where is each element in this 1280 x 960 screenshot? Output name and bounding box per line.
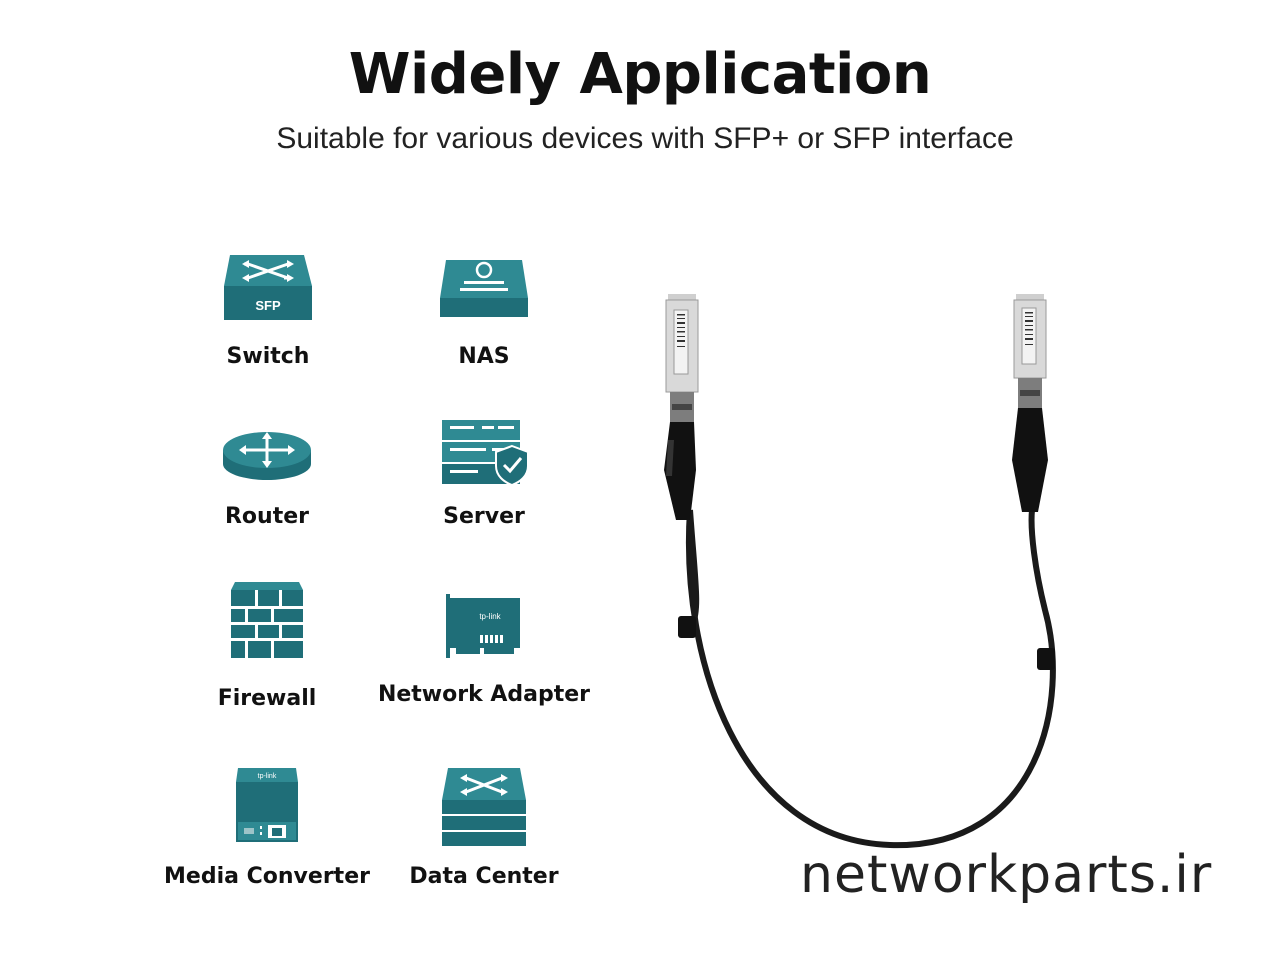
device-label: Router: [224, 504, 309, 529]
firewall-icon: [231, 582, 303, 658]
cable-clip: [1037, 648, 1055, 670]
device-firewall: Firewall: [157, 580, 377, 711]
router-icon: [223, 432, 311, 480]
sfp-dac-cable-icon: [664, 294, 1056, 849]
device-data-center: Data Center: [374, 766, 594, 896]
device-label: Network Adapter: [377, 682, 591, 707]
device-label: Switch: [226, 344, 310, 369]
sfp-connector-right: [1012, 294, 1048, 512]
page-subtitle: Suitable for various devices with SFP+ o…: [276, 122, 1014, 155]
media-converter-icon: tp-link: [236, 768, 298, 842]
device-label: Media Converter: [164, 864, 370, 889]
switch-icon: SFP: [224, 255, 312, 320]
device-label: NAS: [458, 344, 510, 369]
device-server: Server: [374, 418, 594, 530]
switch-badge-text: SFP: [255, 298, 281, 313]
device-label: Data Center: [409, 864, 559, 889]
device-nas: NAS: [374, 258, 594, 388]
device-label: Firewall: [217, 686, 317, 711]
nas-icon: [440, 260, 528, 317]
cable-clip: [678, 616, 696, 638]
sfp-connector-left: [664, 294, 699, 520]
server-icon: [442, 420, 529, 486]
network-adapter-icon: tp-link: [446, 594, 520, 658]
device-switch: SFP Switch: [158, 252, 378, 382]
device-label: Server: [443, 504, 525, 529]
watermark-text: networkparts.ir: [800, 845, 1213, 905]
device-media-converter: tp-link Media Converter: [157, 766, 377, 896]
device-router: Router: [157, 420, 377, 530]
page-title: Widely Application: [348, 42, 932, 107]
converter-brand-text: tp-link: [258, 773, 277, 780]
adapter-brand-text: tp-link: [479, 612, 501, 621]
device-network-adapter: tp-link Network Adapter: [374, 592, 594, 710]
data-center-icon: [442, 768, 526, 846]
